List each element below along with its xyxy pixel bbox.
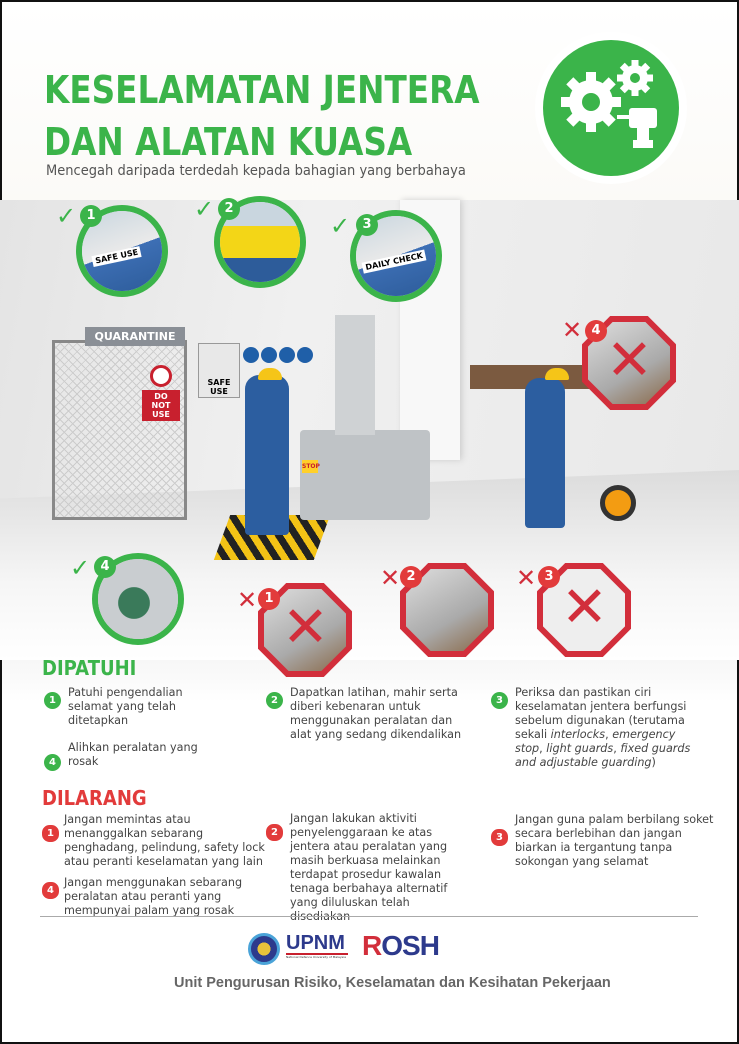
saw-column: [335, 315, 375, 435]
badge-number: 1: [258, 588, 280, 610]
cross-icon: ✕: [562, 316, 583, 344]
badge-number: 4: [585, 320, 607, 342]
badge-number: 1: [80, 205, 102, 227]
quarantine-sign: QUARANTINE: [85, 327, 185, 346]
hard-hat: [545, 368, 569, 380]
cross-icon: ✕: [516, 564, 537, 592]
cable-reel: [600, 485, 636, 521]
badge-number: 2: [218, 198, 240, 220]
poster-subtitle: Mencegah daripada terdedah kepada bahagi…: [46, 163, 466, 179]
safe-use-panel: SAFE USE: [198, 343, 240, 398]
badge-dont-4: ✕: [582, 316, 676, 410]
check-icon: ✓: [194, 195, 215, 223]
badge-number: 2: [400, 566, 422, 588]
worker-saw: [245, 375, 289, 535]
dilarang-heading: DILARANG: [42, 786, 147, 810]
badge-number: 3: [356, 214, 378, 236]
upnm-seal-logo: [248, 933, 280, 965]
rosh-logo: ROSH: [362, 930, 440, 961]
check-icon: ✓: [56, 202, 77, 230]
cross-icon: ✕: [237, 586, 258, 614]
cross-icon: ✕: [380, 564, 401, 592]
do-not-use-sign: DO NOT USE: [142, 390, 180, 421]
upnm-logo: UPNM National Defence University of Mala…: [286, 933, 348, 959]
worker-drill: [525, 378, 565, 528]
check-icon: ✓: [70, 554, 91, 582]
rosh-logo-text: ROSH: [362, 930, 440, 961]
no-entry-icon: [150, 365, 172, 387]
badge-do-4: [92, 553, 184, 645]
badge-do-3: DAILY CHECK: [350, 210, 442, 302]
badge-number: 4: [94, 556, 116, 578]
check-icon: ✓: [330, 212, 351, 240]
safe-use-label: SAFE USE: [207, 378, 231, 396]
stop-button: STOP: [302, 460, 320, 473]
band-saw-machine: [300, 430, 430, 520]
footer-unit-name: Unit Pengurusan Risiko, Keselamatan dan …: [174, 975, 611, 991]
hard-hat: [258, 368, 282, 380]
divider: [40, 916, 698, 917]
badge-dont-1: ✕: [258, 583, 352, 677]
badge-number: 3: [538, 566, 560, 588]
dipatuhi-heading: DIPATUHI: [42, 656, 137, 680]
ppe-signs: [243, 347, 323, 363]
gears-drill-icon: [543, 40, 679, 176]
